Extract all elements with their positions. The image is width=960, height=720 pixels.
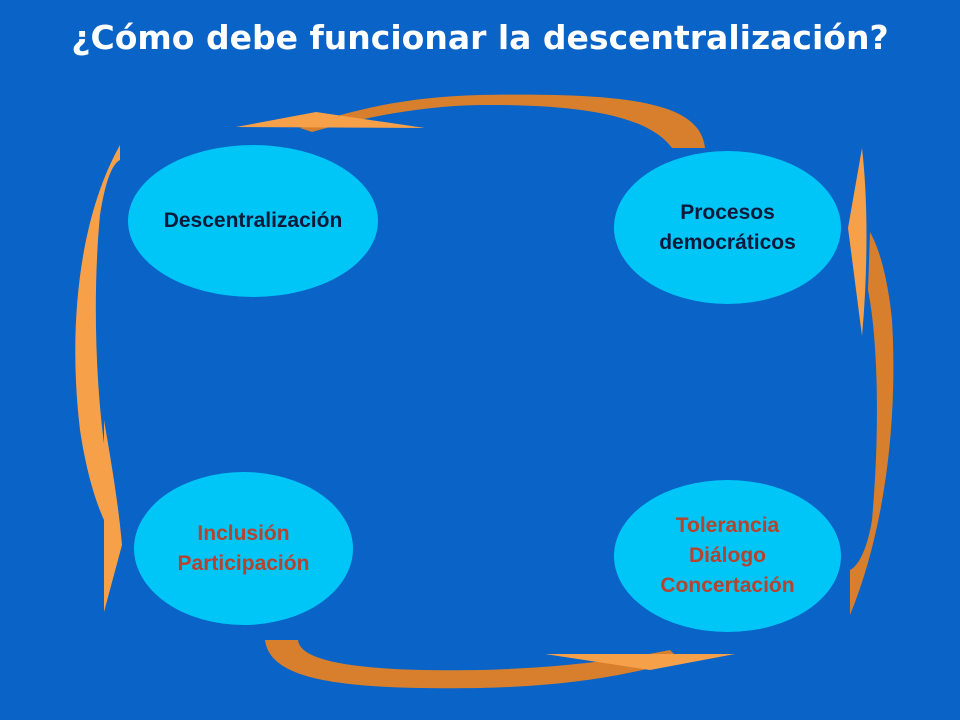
node-procesos-line-2: democráticos [659, 230, 796, 254]
arrow-top-shaft [300, 94, 705, 148]
node-inclusion-line-1: Inclusión [197, 521, 290, 545]
arrow-left-head [104, 420, 122, 612]
slide-title: ¿Cómo debe funcionar la descentralizació… [71, 18, 889, 57]
arrow-right-head [848, 148, 867, 336]
node-tolerancia-line-1: Tolerancia [675, 514, 780, 537]
arrow-bottom-shaft [265, 640, 680, 689]
arrow-right-shaft [850, 232, 894, 615]
node-tolerancia-line-3: Concertación [660, 574, 795, 597]
arrow-top-head [236, 112, 425, 128]
arrow-left [75, 145, 122, 612]
arrow-top [236, 94, 705, 148]
arrow-right [848, 148, 894, 615]
node-tolerancia-line-2: Diálogo [689, 544, 766, 567]
node-procesos-democraticos: Procesos democráticos [614, 151, 841, 304]
arrow-bottom [265, 640, 735, 689]
node-procesos-line-1: Procesos [680, 200, 775, 224]
node-tolerancia-dialogo-concertacion: Tolerancia Diálogo Concertación [614, 480, 841, 632]
arrow-left-shaft [75, 145, 120, 520]
node-descentralizacion-line-1: Descentralización [163, 209, 343, 232]
node-inclusion-participacion: Inclusión Participación [134, 472, 353, 625]
node-inclusion-line-2: Participación [177, 551, 310, 575]
arrow-bottom-head [545, 654, 735, 670]
node-descentralizacion: Descentralización [128, 145, 378, 297]
